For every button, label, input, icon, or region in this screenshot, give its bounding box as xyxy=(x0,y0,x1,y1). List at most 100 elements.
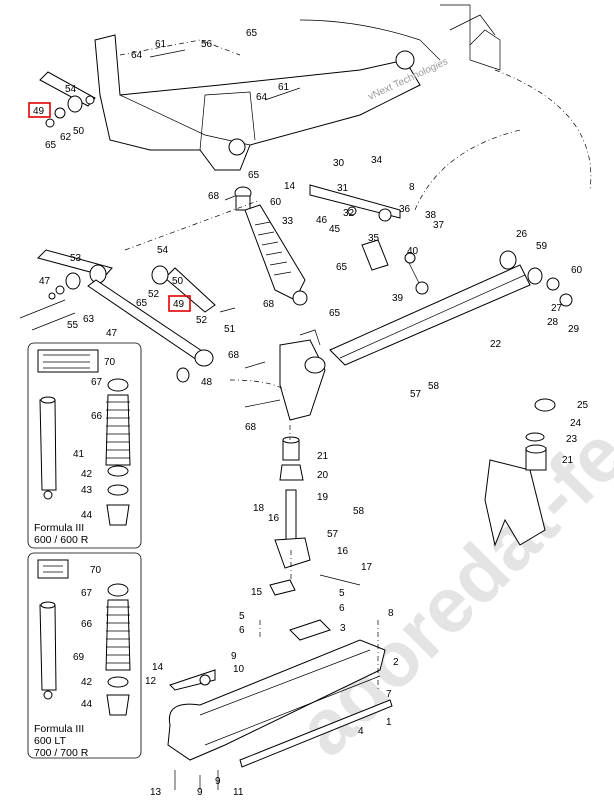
callout: 25 xyxy=(577,400,589,411)
callout: 47 xyxy=(39,276,51,287)
callout: 65 xyxy=(248,170,260,181)
callout: 32 xyxy=(343,208,355,219)
inset-box-2: Formula III 600 LT 700 / 700 R xyxy=(27,552,142,759)
callout: 58 xyxy=(353,506,365,517)
callout: 66 xyxy=(81,619,93,630)
inset-1-subtitle: 600 / 600 R xyxy=(34,534,89,546)
callout: 21 xyxy=(317,451,329,462)
callout: 9 xyxy=(231,651,237,662)
callout: 21 xyxy=(562,455,574,466)
callout: 63 xyxy=(83,314,95,325)
rear-shock xyxy=(234,186,308,306)
callout: 43 xyxy=(81,485,93,496)
callout: 50 xyxy=(172,276,184,287)
callout: 14 xyxy=(284,181,296,192)
callout: 66 xyxy=(91,411,103,422)
callout: 42 xyxy=(81,469,93,480)
callout: 60 xyxy=(571,265,583,276)
ski xyxy=(167,619,393,768)
callout: 27 xyxy=(551,303,563,314)
callout: 53 xyxy=(70,253,82,264)
frame-assembly xyxy=(94,4,592,211)
callout: 19 xyxy=(317,492,329,503)
callout: 54 xyxy=(157,245,169,256)
inset-2-subtitle: 600 LT xyxy=(34,735,66,747)
front-arm xyxy=(39,71,96,128)
main-swing-arm xyxy=(279,250,573,421)
callout: 67 xyxy=(81,588,93,599)
upper-link xyxy=(309,184,429,295)
watermark-big: adoredat-fe.ru xyxy=(280,339,614,772)
highlight-49-top[interactable]: 49 xyxy=(28,102,51,118)
callout: 23 xyxy=(566,434,578,445)
callout: 68 xyxy=(208,191,220,202)
bolts xyxy=(19,49,361,790)
callout: 30 xyxy=(333,158,345,169)
callout: 54 xyxy=(65,84,77,95)
callout: 65 xyxy=(246,28,258,39)
callout: 12 xyxy=(145,676,157,687)
callout-labels: 65 61 64 56 54 62 50 65 61 64 30 34 14 3… xyxy=(39,28,589,798)
callout: 50 xyxy=(73,126,85,137)
callout: 29 xyxy=(568,324,580,335)
callout: 7 xyxy=(386,689,392,700)
callout: 62 xyxy=(60,132,72,143)
callout: 56 xyxy=(201,39,213,50)
callout: 68 xyxy=(263,299,275,310)
callout: 31 xyxy=(337,183,349,194)
callout: 3 xyxy=(340,623,346,634)
callout: 51 xyxy=(224,324,236,335)
callout: 26 xyxy=(516,229,528,240)
callout: 69 xyxy=(73,652,85,663)
callout: 55 xyxy=(67,320,79,331)
callout: 6 xyxy=(239,625,245,636)
callout: 22 xyxy=(490,339,502,350)
callout: 65 xyxy=(136,298,148,309)
callout: 9 xyxy=(215,776,221,787)
callout: 11 xyxy=(233,787,244,798)
highlight-49-mid[interactable]: 49 xyxy=(168,295,191,312)
callout: 16 xyxy=(268,513,280,524)
callout: 1 xyxy=(386,717,392,728)
right-bracket xyxy=(484,398,556,547)
callout: 44 xyxy=(81,510,93,521)
callout: 48 xyxy=(201,377,213,388)
callout: 39 xyxy=(392,293,404,304)
callout: 5 xyxy=(239,611,245,622)
callout: 35 xyxy=(368,233,380,244)
callout: 10 xyxy=(233,664,245,675)
callout: 60 xyxy=(270,197,282,208)
callout: 68 xyxy=(245,422,257,433)
callout: 52 xyxy=(148,289,160,300)
callout: 14 xyxy=(152,662,164,673)
callout: 67 xyxy=(91,377,103,388)
inset-box-1: Formula III 600 / 600 R xyxy=(27,342,142,549)
callout: 36 xyxy=(399,204,411,215)
callout: 64 xyxy=(131,50,143,61)
callout: 45 xyxy=(329,224,341,235)
inset-1-title: Formula III xyxy=(34,522,84,534)
callout: 28 xyxy=(547,317,559,328)
callout: 38 xyxy=(425,210,437,221)
callout: 64 xyxy=(256,92,268,103)
callout: 8 xyxy=(388,608,394,619)
center-post xyxy=(269,436,311,596)
callout: 41 xyxy=(73,449,85,460)
rear-arm-upper xyxy=(37,249,216,383)
callout: 20 xyxy=(317,470,329,481)
highlight-label: 49 xyxy=(33,106,45,117)
callout: 61 xyxy=(155,39,167,50)
callout: 70 xyxy=(90,565,102,576)
callout: 16 xyxy=(337,546,349,557)
callout: 4 xyxy=(358,726,364,737)
inset-2-subtitle-2: 700 / 700 R xyxy=(34,747,89,759)
callout: 65 xyxy=(336,262,348,273)
callout: 15 xyxy=(251,587,263,598)
callout: 59 xyxy=(536,241,548,252)
callout: 5 xyxy=(339,588,345,599)
callout: 47 xyxy=(106,328,118,339)
callout: 2 xyxy=(393,657,399,668)
callout: 61 xyxy=(278,82,290,93)
callout: 34 xyxy=(371,155,383,166)
callout: 65 xyxy=(45,140,57,151)
